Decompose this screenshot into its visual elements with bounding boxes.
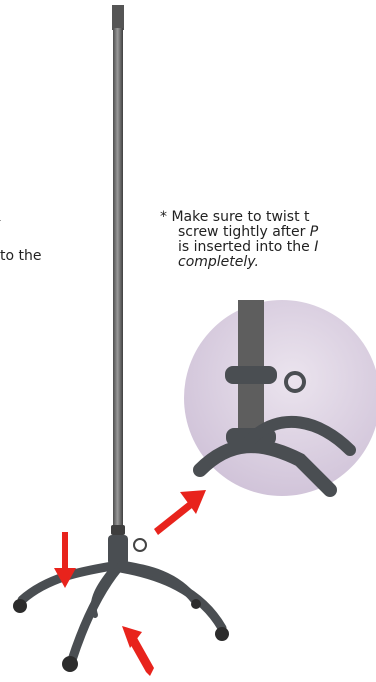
- pole: [108, 5, 146, 565]
- arrow-up-right-icon: [154, 490, 206, 535]
- rack-base: [22, 565, 222, 660]
- arrow-up-icon: [122, 626, 154, 676]
- casters: [13, 599, 229, 672]
- detail-inset: [184, 300, 376, 496]
